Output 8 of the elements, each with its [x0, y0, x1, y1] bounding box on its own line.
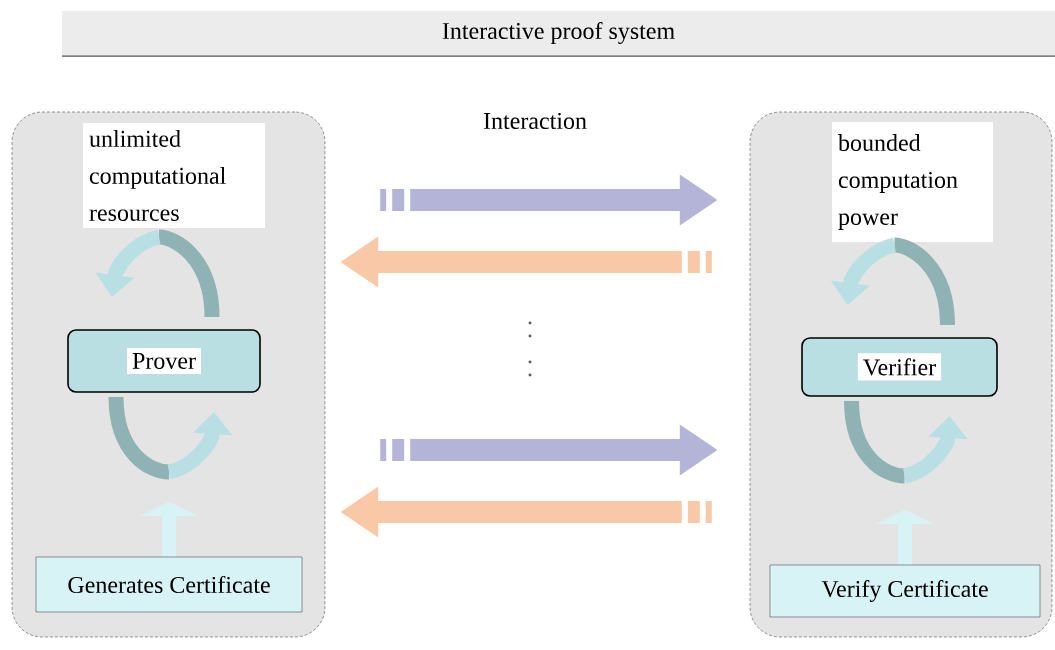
text-box: bounded computation power	[832, 122, 993, 242]
actor-box: Verifier	[801, 337, 998, 397]
title-banner: Interactive proof system	[62, 11, 1055, 55]
actor-box: Prover	[67, 329, 261, 393]
certificate-box: Verify Certificate	[769, 564, 1041, 618]
label: Interaction	[483, 112, 587, 130]
text-box: unlimited computational resources	[83, 123, 265, 228]
certificate-box: Generates Certificate	[35, 556, 303, 613]
